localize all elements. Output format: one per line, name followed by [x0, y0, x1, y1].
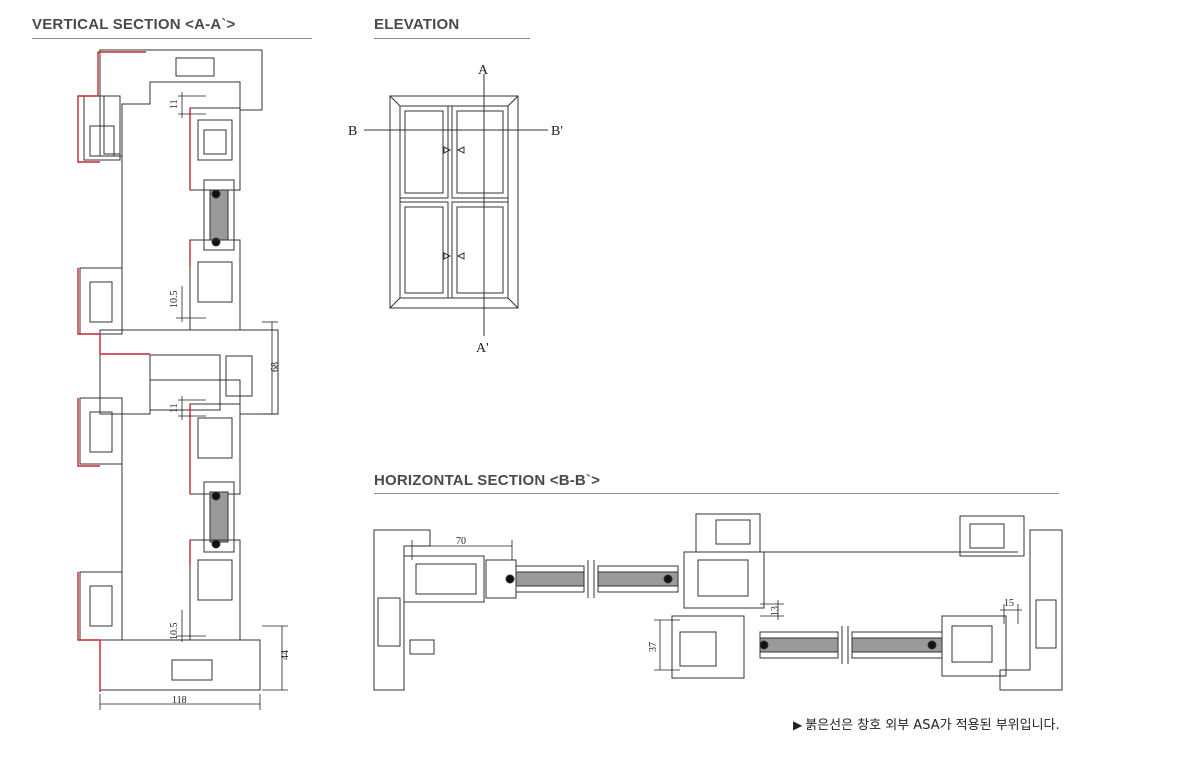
asa-footnote-text: 붉은선은 창호 외부 ASA가 적용된 부위입니다. — [805, 718, 1060, 733]
vdim-10-5-top: 10.5 — [169, 291, 180, 309]
vdim-11-top: 11 — [169, 99, 180, 109]
hdim-13: 13 — [770, 606, 781, 616]
asa-footnote: ▶붉은선은 창호 외부 ASA가 적용된 부위입니다. — [793, 714, 1060, 733]
vertical-section-rule — [32, 38, 312, 39]
elevation-label-b: B — [348, 124, 357, 139]
horizontal-dimension-lines — [411, 540, 1022, 671]
vertical-dimension-lines — [99, 92, 288, 710]
hdim-37: 37 — [648, 642, 659, 652]
vdim-68: 68 — [270, 362, 281, 372]
vdim-11-bottom: 11 — [169, 403, 180, 413]
hdim-15: 15 — [1004, 598, 1014, 609]
vdim-118: 118 — [172, 695, 187, 706]
vertical-section-drawing — [79, 49, 279, 691]
vdim-44: 44 — [280, 650, 291, 660]
elevation-title: ELEVATION — [374, 16, 460, 33]
vertical-section-title: VERTICAL SECTION <A-A`> — [32, 16, 236, 33]
horizontal-section-drawing — [373, 513, 1063, 691]
elevation-drawing — [364, 74, 548, 336]
horizontal-section-rule — [374, 493, 1059, 494]
hdim-70: 70 — [456, 536, 466, 547]
horizontal-section-title: HORIZONTAL SECTION <B-B`> — [374, 472, 601, 489]
elevation-label-a-prime: A' — [476, 341, 489, 356]
elevation-rule — [374, 38, 530, 39]
vdim-10-5-bottom: 10.5 — [169, 623, 180, 641]
elevation-label-b-prime: B' — [551, 124, 563, 139]
elevation-label-a: A — [478, 63, 489, 78]
asa-red-lines-vertical — [77, 51, 191, 692]
triangle-marker-icon: ▶ — [793, 718, 803, 732]
